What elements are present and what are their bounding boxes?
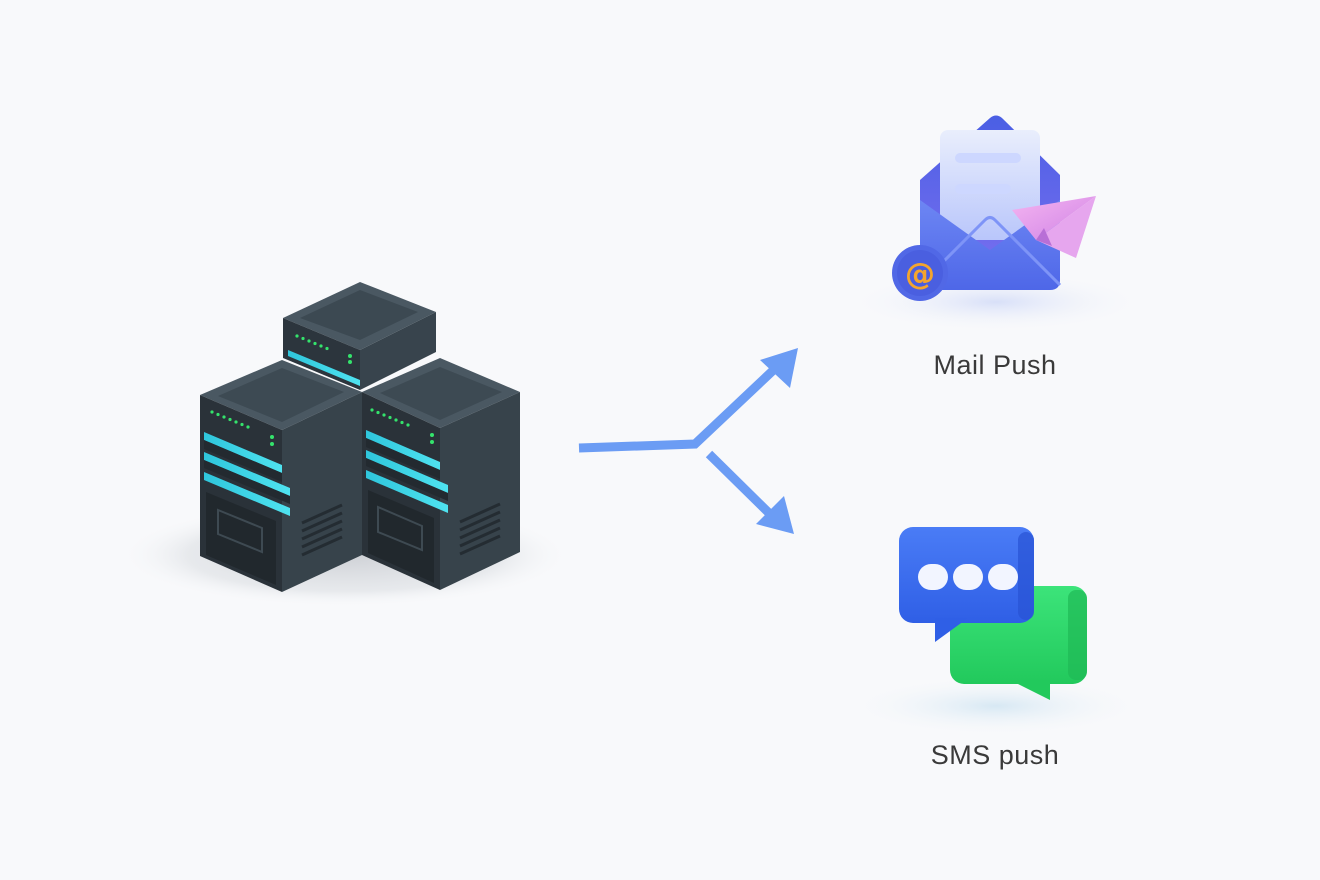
- arrow-head-mail: [760, 348, 798, 388]
- mail-push-label: Mail Push: [933, 350, 1057, 380]
- server-unit-back: [283, 282, 436, 390]
- branch-arrow-icon: [578, 348, 798, 534]
- arrow-head-sms: [756, 496, 794, 534]
- paper-plane-icon: [1012, 196, 1096, 258]
- svg-text:@: @: [905, 257, 935, 292]
- mail-envelope-icon: @: [846, 115, 1146, 332]
- sms-push-label: SMS push: [930, 740, 1060, 770]
- server-cluster-icon: [120, 282, 570, 607]
- server-unit-right: [362, 358, 520, 590]
- server-unit-left: [200, 360, 362, 592]
- chat-bubbles-icon: [846, 527, 1146, 736]
- at-sign-icon: @: [892, 245, 948, 301]
- chat-bubble-blue: [899, 527, 1034, 642]
